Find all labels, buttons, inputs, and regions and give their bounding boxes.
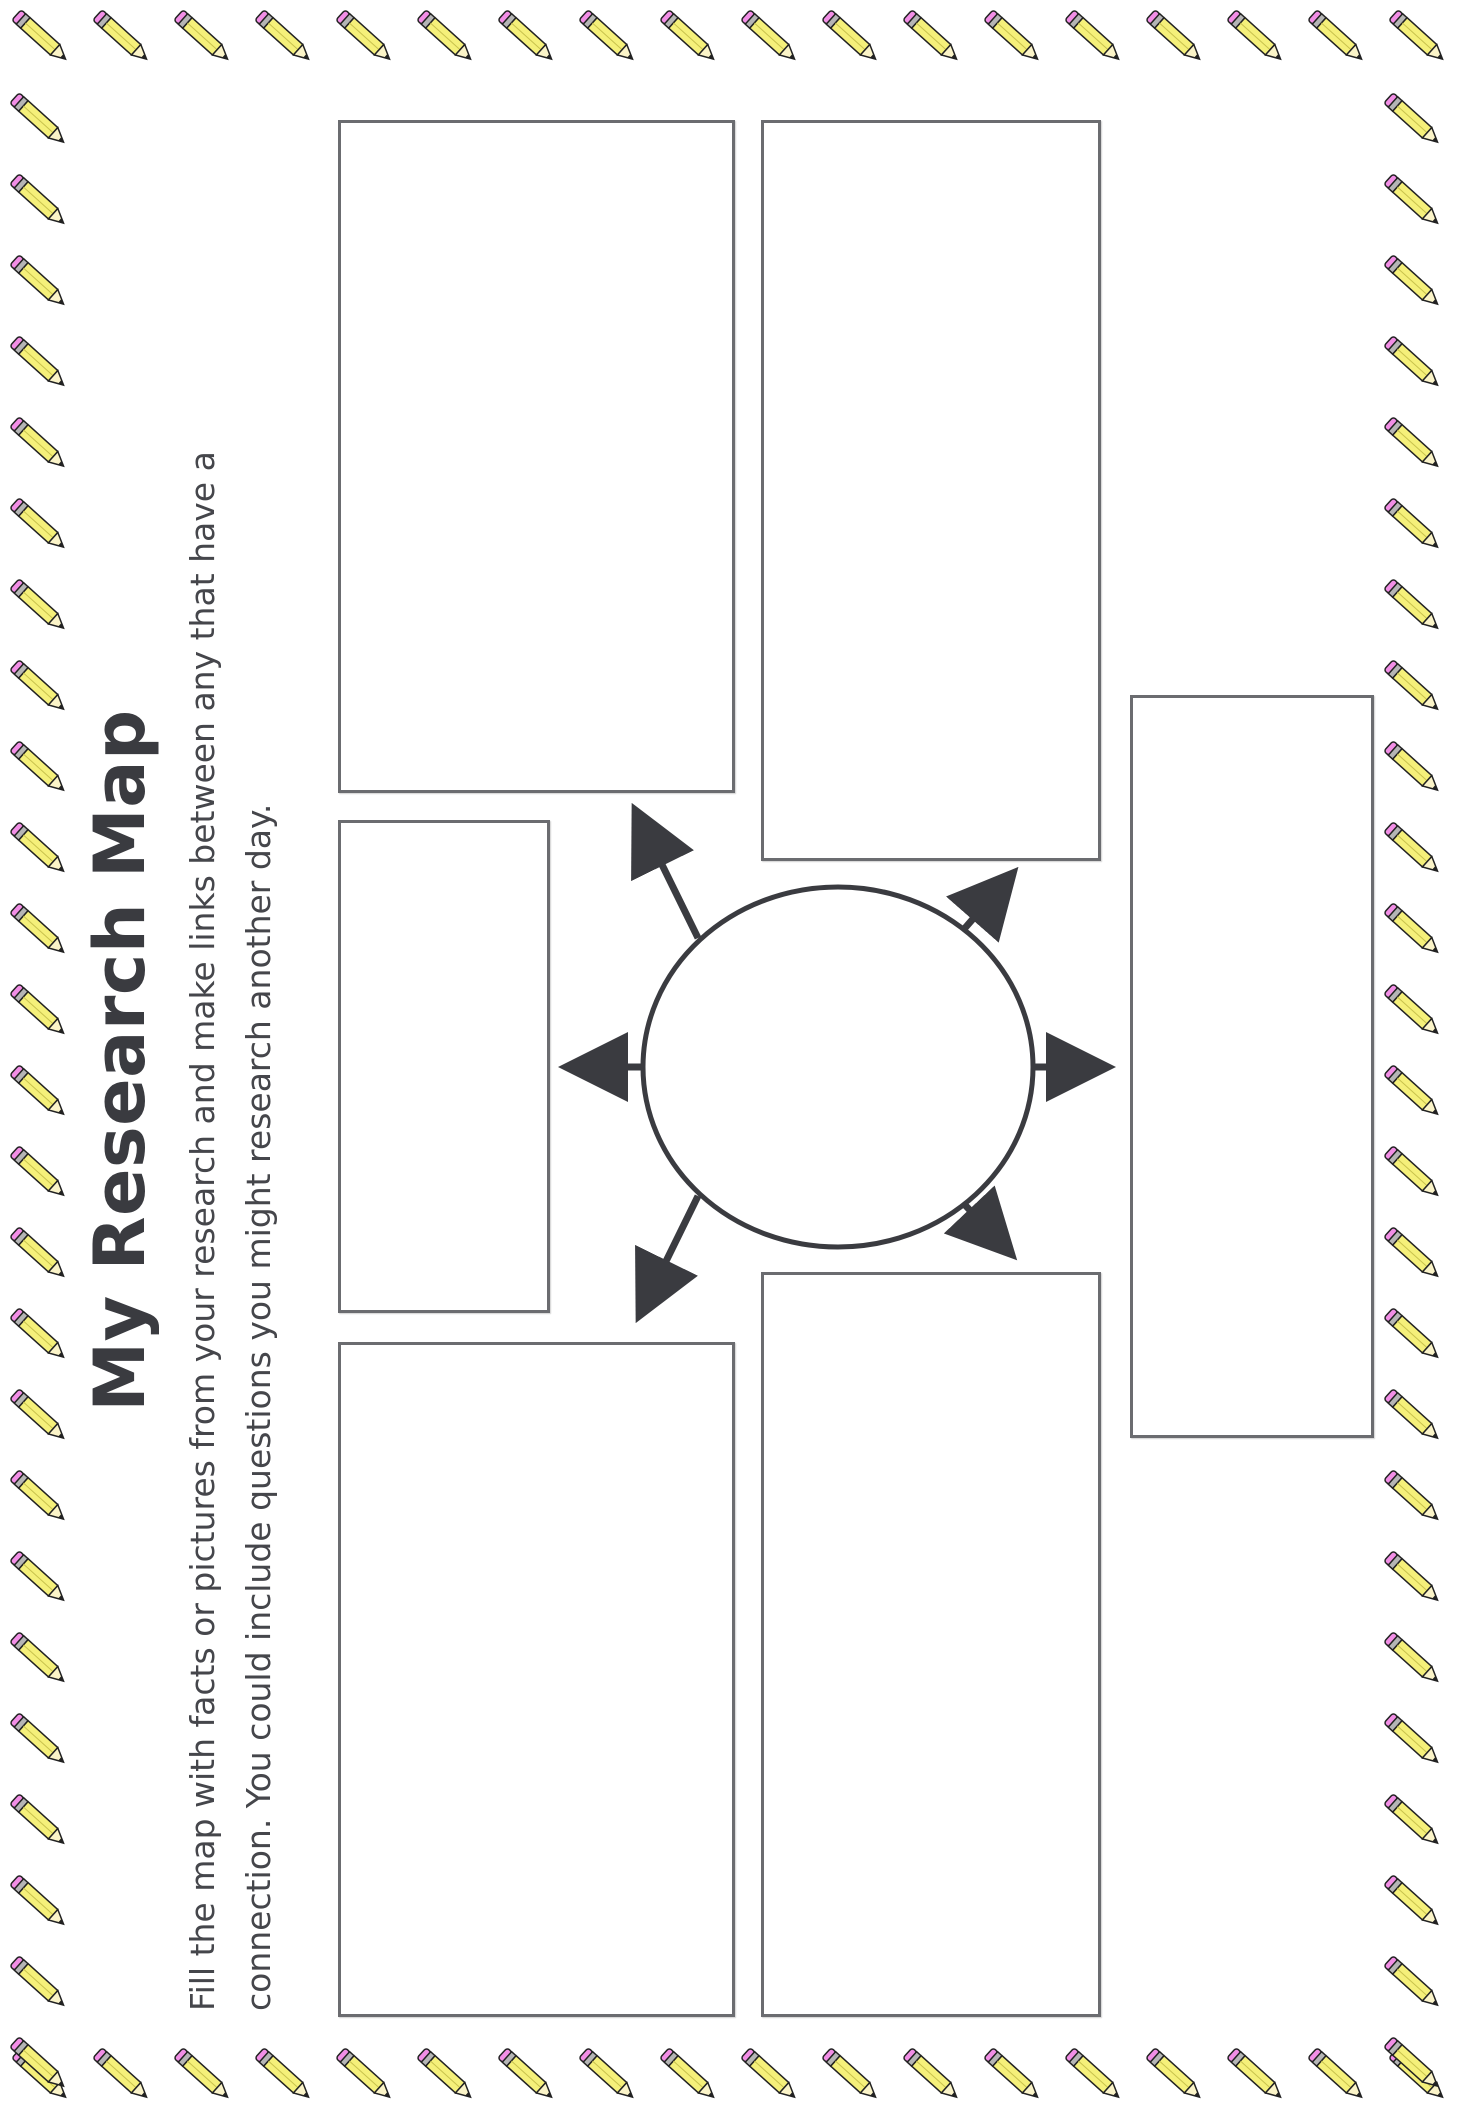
- arrow-down-right: [965, 1205, 998, 1240]
- arrow-up-left: [644, 828, 698, 938]
- arrow-up-right: [965, 888, 1000, 928]
- central-topic-circle[interactable]: [643, 887, 1033, 1247]
- arrow-down-left: [648, 1196, 698, 1298]
